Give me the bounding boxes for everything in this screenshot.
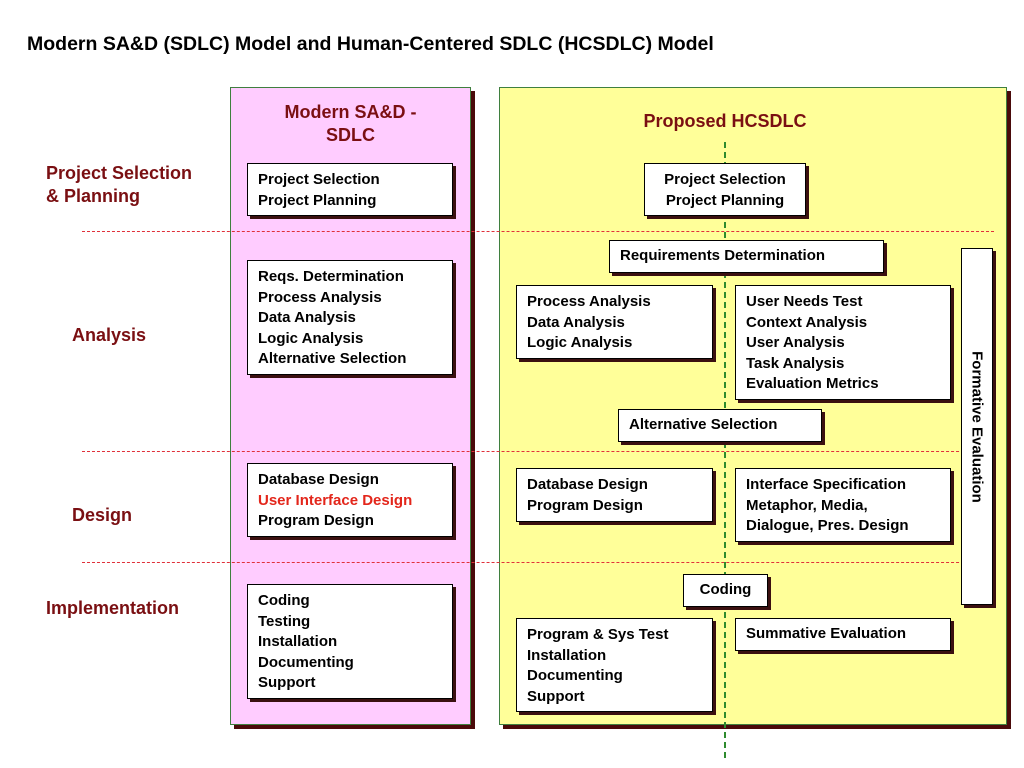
box-line: Project Selection (664, 171, 786, 188)
box-line: Task Analysis (746, 354, 845, 372)
box-line: Context Analysis (746, 313, 868, 331)
box-line: User Analysis (746, 334, 845, 351)
box-line: Metaphor, Media, (746, 496, 868, 514)
hcsdlc-requirements-box: Requirements Determination (609, 240, 884, 273)
box-line: Coding (699, 581, 752, 598)
phase-label-planning: Project Selection & Planning (46, 163, 193, 206)
sdlc-heading: Modern SA&D - SDLC (284, 102, 417, 145)
page-title: Modern SA&D (SDLC) Model and Human-Cente… (27, 33, 714, 55)
box-line: Documenting (258, 653, 354, 671)
box-line: Testing (258, 612, 311, 630)
hcsdlc-design-left-box: Database Design Program Design (516, 468, 713, 522)
hcsdlc-alternative-box: Alternative Selection (618, 409, 822, 442)
hcsdlc-planning-box: Project Selection Project Planning (644, 163, 806, 216)
sdlc-planning-box: Project Selection Project Planning (247, 163, 453, 216)
sdlc-design-box: Database Design User Interface Design Pr… (247, 463, 453, 537)
box-line: Database Design (527, 476, 648, 493)
box-line: Support (258, 674, 316, 691)
sdlc-analysis-box: Reqs. Determination Process Analysis Dat… (247, 260, 453, 375)
hcsdlc-implementation-box: Program & Sys Test Installation Document… (516, 618, 713, 712)
box-line: Installation (527, 646, 607, 664)
box-line: Requirements Determination (620, 247, 826, 264)
hcsdlc-analysis-right-box: User Needs Test Context Analysis User An… (735, 285, 951, 400)
box-line: Logic Analysis (258, 329, 364, 347)
box-line: Installation (258, 633, 338, 650)
box-line: Summative Evaluation (746, 625, 907, 642)
hcsdlc-design-right-box: Interface Specification Metaphor, Media,… (735, 468, 951, 542)
hcsdlc-heading: Proposed HCSDLC (643, 111, 807, 131)
box-line: Data Analysis (527, 313, 625, 331)
divider-analysis-design (82, 451, 994, 452)
box-line: Data Analysis (258, 309, 356, 326)
box-line: Project Planning (258, 191, 377, 209)
box-line-highlighted: User Interface Design (258, 491, 413, 509)
box-line: Program & Sys Test (527, 626, 669, 643)
box-line: Dialogue, Pres. Design (746, 517, 909, 534)
box-line: Database Design (258, 471, 379, 488)
divider-design-implementation (82, 562, 994, 563)
hcsdlc-analysis-left-box: Process Analysis Data Analysis Logic Ana… (516, 285, 713, 359)
box-line: Reqs. Determination (258, 268, 404, 285)
phase-label-design: Design (72, 505, 133, 525)
box-line: Program Design (258, 512, 374, 529)
box-line: Alternative Selection (258, 350, 407, 367)
box-line: Process Analysis (527, 293, 651, 310)
box-line: Interface Specification (746, 476, 907, 493)
box-line: Project Planning (665, 191, 785, 209)
divider-planning-analysis (82, 231, 994, 232)
box-line: Documenting (527, 667, 623, 684)
box-line: User Needs Test (746, 293, 863, 310)
sdlc-implementation-box: Coding Testing Installation Documenting … (247, 584, 453, 699)
box-line: Project Selection (258, 171, 380, 188)
formative-evaluation-box: Formative Evaluation (961, 248, 993, 605)
box-line: Support (527, 687, 585, 705)
box-line: Alternative Selection (629, 416, 778, 433)
box-line: Coding (258, 592, 310, 609)
hcsdlc-center-divider (724, 142, 726, 758)
hcsdlc-summative-box: Summative Evaluation (735, 618, 951, 651)
box-line: Logic Analysis (527, 334, 633, 351)
box-line: Evaluation Metrics (746, 375, 879, 392)
hcsdlc-coding-box: Coding (683, 574, 768, 607)
phase-label-implementation: Implementation (46, 598, 180, 618)
phase-label-analysis: Analysis (72, 325, 147, 345)
box-line: Process Analysis (258, 288, 382, 306)
formative-evaluation-label: Formative Evaluation (968, 350, 986, 503)
box-line: Program Design (527, 496, 643, 514)
